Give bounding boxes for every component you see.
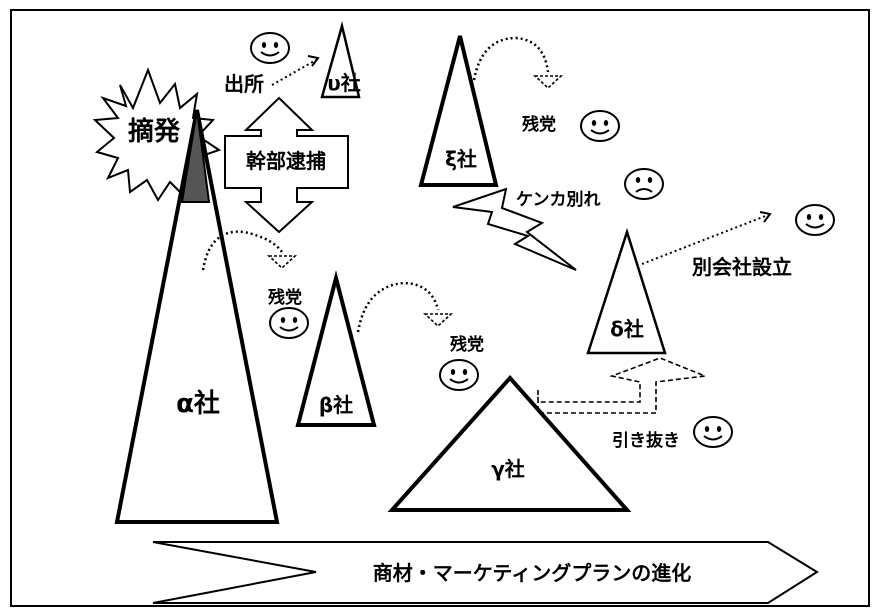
- smiley-icon: [693, 416, 733, 448]
- remnant-label-3: 残党: [522, 114, 556, 135]
- remnant-arrow-xi: [472, 36, 550, 81]
- beta-company-label: β社: [319, 393, 353, 417]
- poaching-label: 引き抜き: [612, 430, 680, 451]
- upsilon-company-label: υ社: [327, 71, 361, 95]
- remnant-arrow-alpha: [201, 230, 284, 271]
- arrest-label: 幹部逮捕: [246, 149, 326, 173]
- delta-company-triangle: [586, 227, 667, 355]
- release-arrowhead-icon: [307, 55, 320, 67]
- dashed-arrowhead-icon: [268, 255, 296, 269]
- upsilon-company-triangle: [320, 21, 361, 99]
- smiley-icon: [250, 32, 290, 64]
- beta-company-triangle: [295, 270, 377, 427]
- exposure-label: 摘発: [128, 116, 181, 147]
- alpha-company-label: α社: [176, 388, 220, 419]
- evolution-arrow: [152, 541, 819, 604]
- new-company-label: 別会社設立: [692, 255, 792, 279]
- dashed-arrowhead-icon: [534, 75, 562, 89]
- lightning-icon: [452, 187, 577, 271]
- alpha-company-triangle: [114, 109, 280, 524]
- smiley-icon: [795, 204, 835, 236]
- alpha-exposed-tip: [180, 109, 211, 203]
- remnant-label-2: 残党: [450, 334, 484, 355]
- release-arrow: [271, 59, 317, 86]
- smiley-icon: [439, 359, 479, 391]
- xi-company-label: ξ社: [445, 147, 477, 171]
- smiley-icon: [269, 307, 309, 339]
- gamma-company-triangle: [387, 374, 632, 512]
- new-company-arrowhead-icon: [759, 211, 772, 223]
- release-label: 出所: [224, 72, 264, 96]
- poaching-dashed-arrow: [537, 357, 706, 414]
- smiley-icon: [580, 110, 620, 142]
- diagram-frame: [10, 9, 870, 607]
- dashed-arrowhead-icon: [424, 313, 452, 327]
- delta-company-label: δ社: [610, 317, 644, 341]
- breakup-label: ケンカ別れ: [516, 190, 601, 210]
- frown-icon: [624, 168, 664, 200]
- xi-company-triangle: [418, 35, 499, 187]
- remnant-label-1: 残党: [268, 287, 302, 308]
- remnant-arrow-beta: [356, 281, 440, 333]
- arrest-cross-arrow: [224, 96, 349, 234]
- evolution-label: 商材・マーケティングプランの進化: [373, 561, 691, 585]
- gamma-company-label: γ社: [491, 457, 525, 481]
